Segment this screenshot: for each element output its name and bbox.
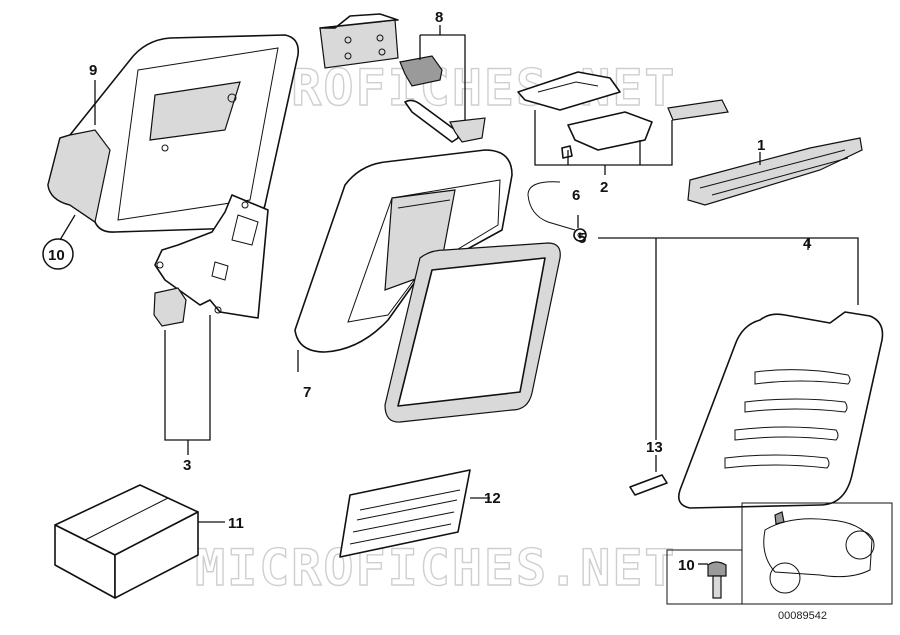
part-12-sticker	[339, 469, 471, 558]
callout-10-circle	[42, 238, 74, 270]
callout-13: 13	[646, 439, 663, 456]
part-11-box	[54, 484, 199, 599]
inset-panel	[666, 502, 893, 605]
callout-4: 4	[803, 235, 812, 252]
part-1-rail	[687, 137, 863, 206]
callout-10-inset: 10	[678, 557, 695, 574]
watermark-bottom: MICROFICHES.NET	[195, 539, 677, 597]
diagram-number: 00089542	[778, 610, 827, 622]
part-4-case-lid	[677, 311, 884, 509]
callout-8: 8	[435, 9, 443, 26]
part-2-carrier	[517, 71, 729, 159]
callout-7: 7	[303, 384, 311, 401]
callout-9: 9	[89, 62, 97, 79]
leader-lines	[59, 25, 859, 565]
part-5-seal-frame	[384, 242, 561, 423]
callout-2: 2	[600, 179, 608, 196]
callout-1: 1	[757, 137, 765, 154]
part-6-cable	[527, 181, 587, 242]
part-9-tail-cowl	[47, 34, 300, 233]
callout-3: 3	[183, 457, 191, 474]
callout-5: 5	[578, 230, 586, 247]
callout-10: 10	[48, 247, 65, 264]
callout-11: 11	[228, 515, 244, 532]
part-8-lock-assembly	[319, 13, 486, 143]
part-13-pin	[629, 474, 668, 496]
callout-12: 12	[484, 490, 501, 507]
part-3-bracket-plate	[153, 194, 269, 327]
callout-6: 6	[572, 187, 580, 204]
